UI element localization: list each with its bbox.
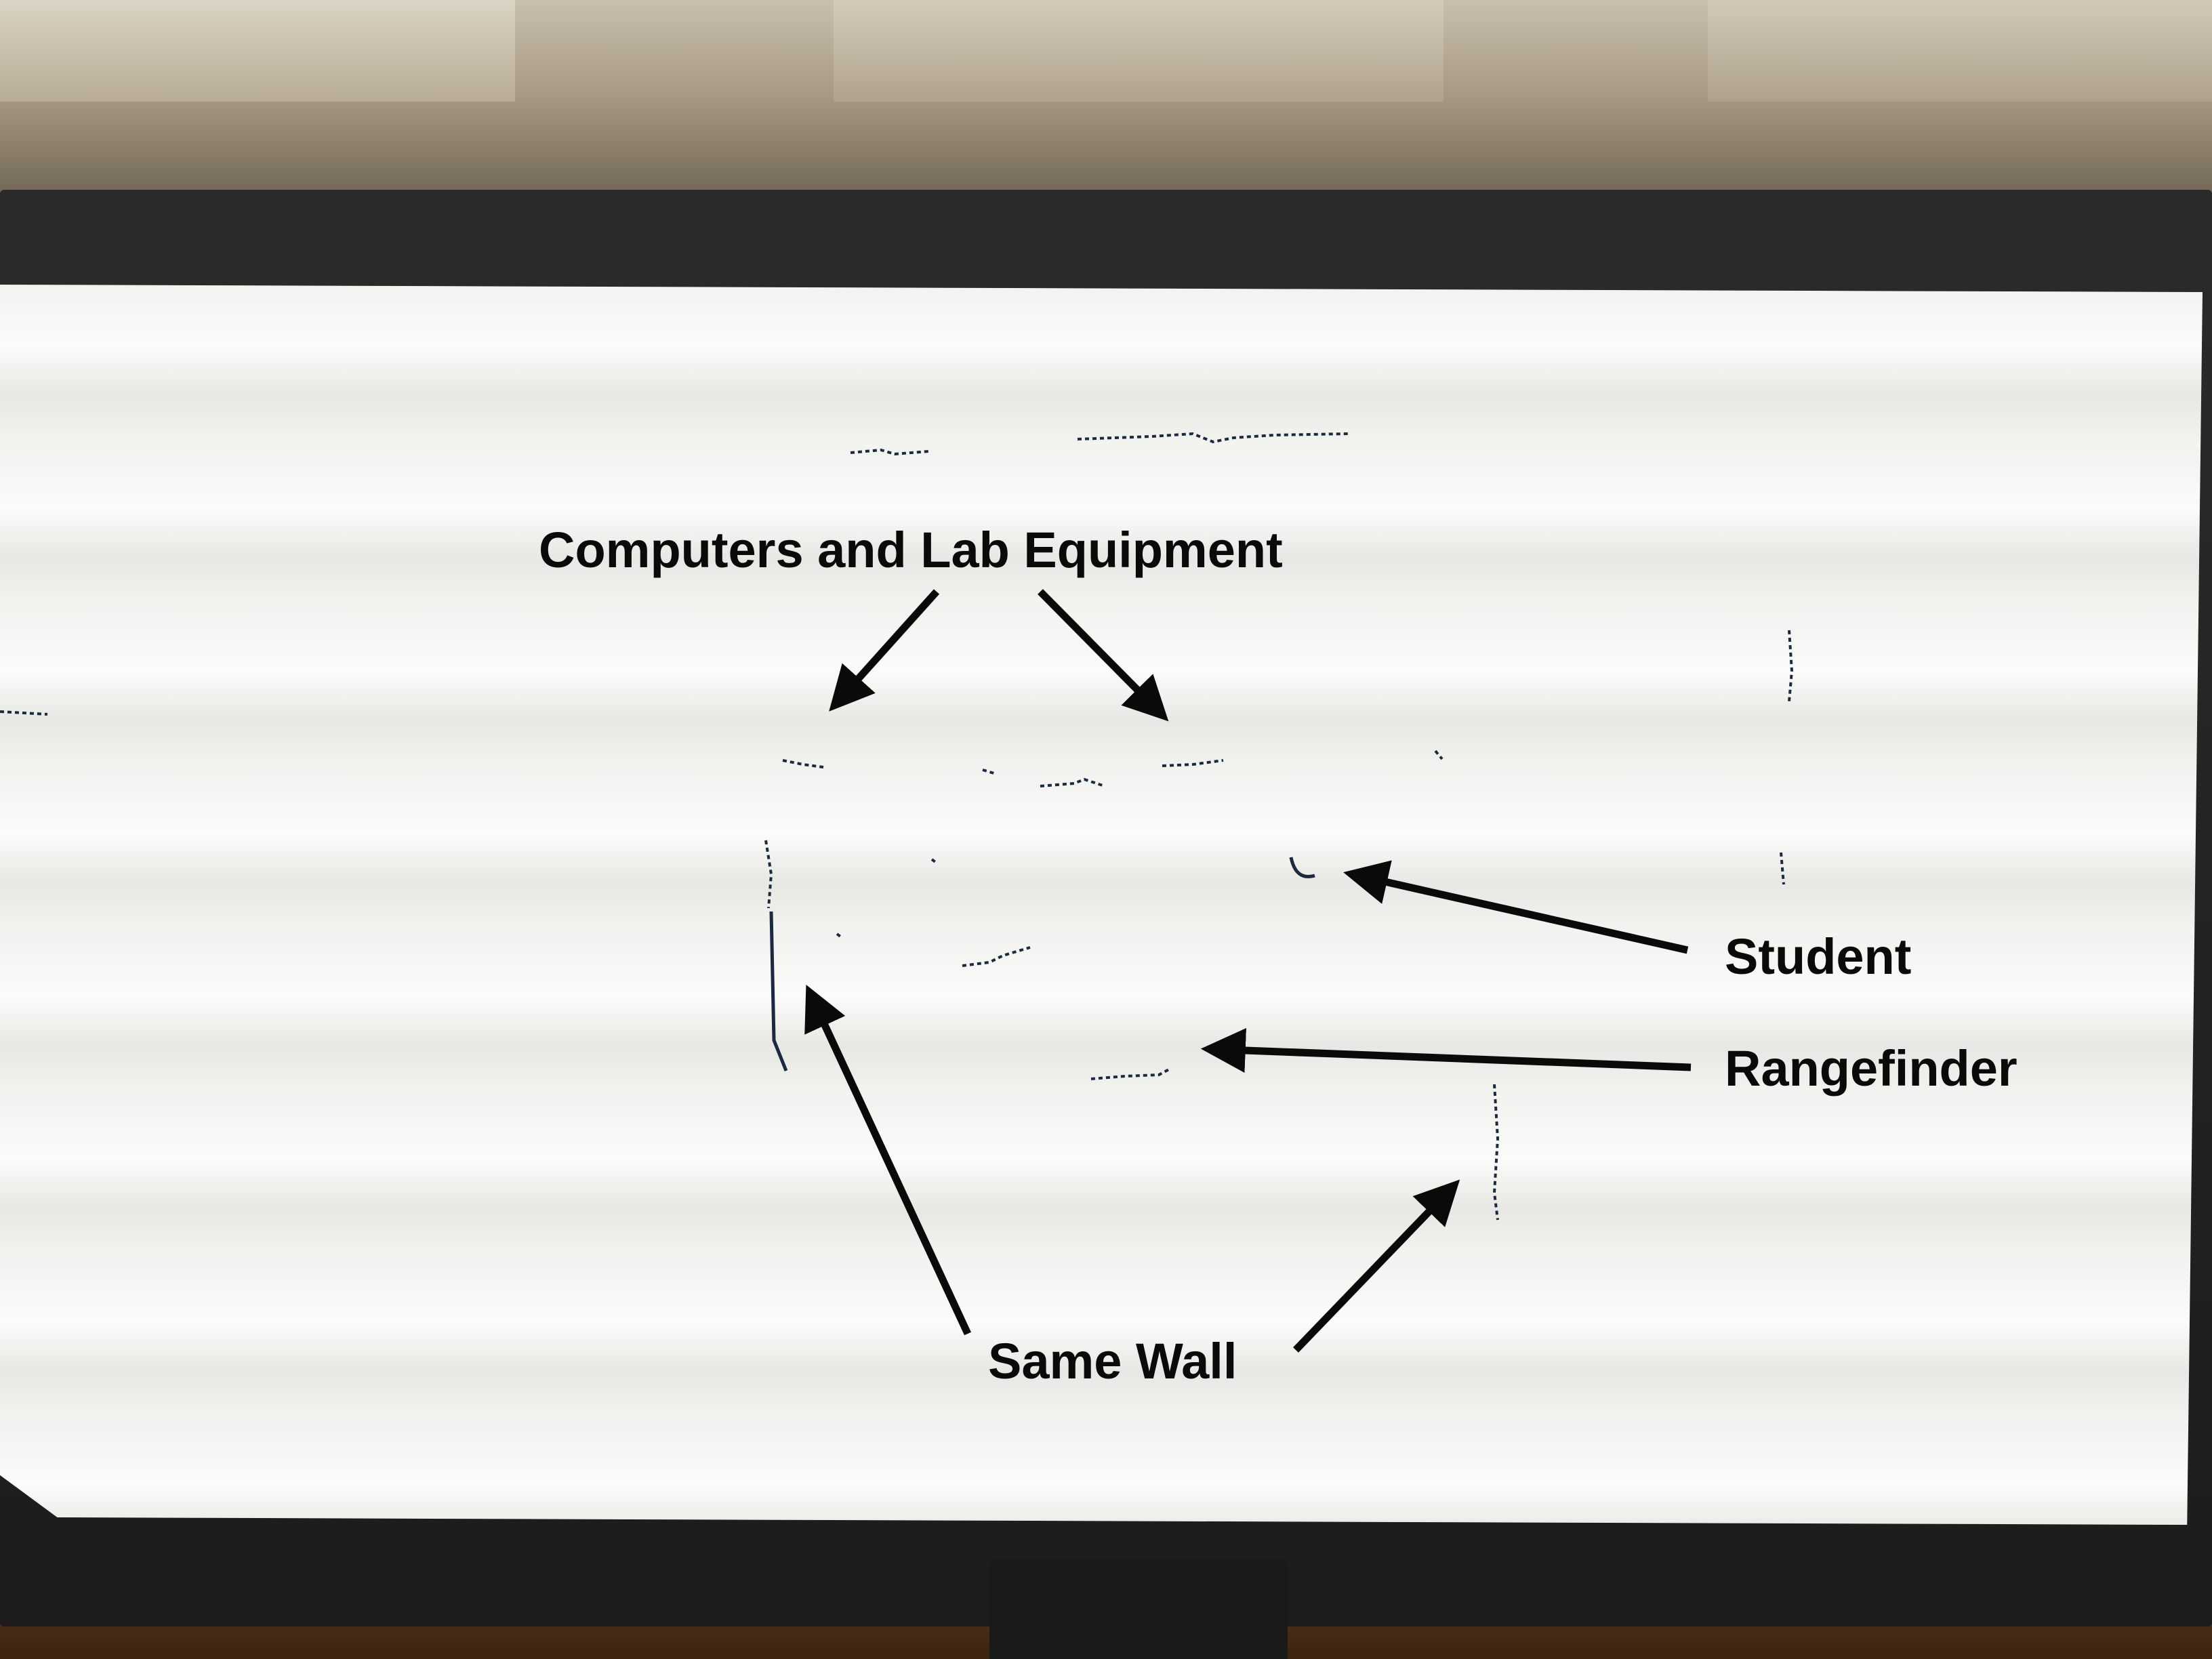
ceiling (0, 0, 2212, 203)
wall-scan-segment (769, 911, 788, 1071)
student-scan-blob (1289, 857, 1315, 878)
arrow-computers-right (1038, 589, 1169, 722)
ceiling-light-panel (0, 0, 515, 102)
scan-fragment (1434, 750, 1443, 760)
arrow-wall-left (804, 985, 971, 1336)
scan-points (0, 432, 1794, 1221)
scan-fragment (1788, 630, 1794, 702)
arrow-student (1343, 860, 1689, 954)
label-same-wall: Same Wall (988, 1333, 1237, 1389)
scan-fragment (930, 858, 937, 863)
scan-fragment (0, 710, 48, 716)
annotation-arrows (804, 589, 1692, 1353)
arrow-rangefinder (1200, 1028, 1692, 1073)
monitor-screen (0, 285, 2203, 1525)
scan-fragment (962, 946, 1031, 967)
scan-fragment (982, 769, 997, 775)
scan-fragment (1780, 852, 1785, 885)
scan-fragment (836, 933, 842, 938)
label-computers: Computers and Lab Equipment (539, 522, 1283, 578)
ceiling-light-panel (834, 0, 1443, 102)
scan-fragment (1162, 759, 1224, 767)
scan-fragment (1040, 777, 1105, 787)
scan-fragment (1077, 432, 1349, 444)
label-student: Student (1725, 928, 1912, 985)
ceiling-light-panel (1708, 0, 2212, 102)
label-rangefinder: Rangefinder (1725, 1040, 2018, 1097)
scan-fragment (850, 448, 929, 456)
monitor-stand (989, 1559, 1288, 1659)
arrow-wall-right (1293, 1179, 1460, 1353)
scan-fragment (764, 840, 773, 909)
scan-fragment (782, 759, 824, 769)
scan-fragment (1492, 1084, 1500, 1221)
arrow-computers-left (829, 589, 940, 712)
scan-fragment (1090, 1068, 1170, 1080)
